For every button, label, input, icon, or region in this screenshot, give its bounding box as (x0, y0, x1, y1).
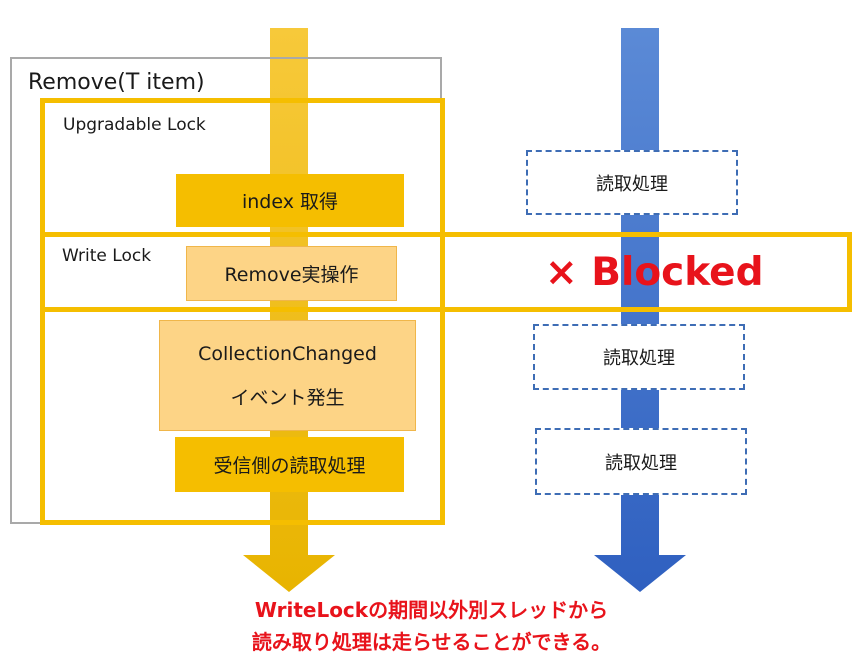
collection-changed-line1: CollectionChanged (198, 342, 377, 365)
bottom-note-line1: WriteLockの期間以外別スレッドから (254, 598, 609, 622)
collection-changed-line2: イベント発生 (230, 386, 345, 409)
reader-read-step-2: 読取処理 (533, 324, 745, 390)
blocked-label: × Blocked (545, 250, 764, 295)
write-lock-frame (40, 232, 852, 312)
remove-method-title: Remove(T item) (28, 70, 205, 95)
get-index-step: index 取得 (176, 174, 404, 227)
upgradable-lock-label: Upgradable Lock (63, 115, 206, 135)
bottom-note-line2: 読み取り処理は走らせることができる。 (251, 630, 612, 654)
receiver-read-step: 受信側の読取処理 (175, 437, 404, 492)
reader-read-step-1: 読取処理 (526, 150, 738, 215)
bottom-note: WriteLockの期間以外別スレッドから 読み取り処理は走らせることができる。 (0, 594, 863, 658)
reader-read-step-3: 読取処理 (535, 428, 747, 495)
collection-changed-step: CollectionChanged イベント発生 (159, 320, 416, 431)
remove-operation-step: Remove実操作 (186, 246, 397, 301)
write-lock-label: Write Lock (62, 246, 152, 266)
